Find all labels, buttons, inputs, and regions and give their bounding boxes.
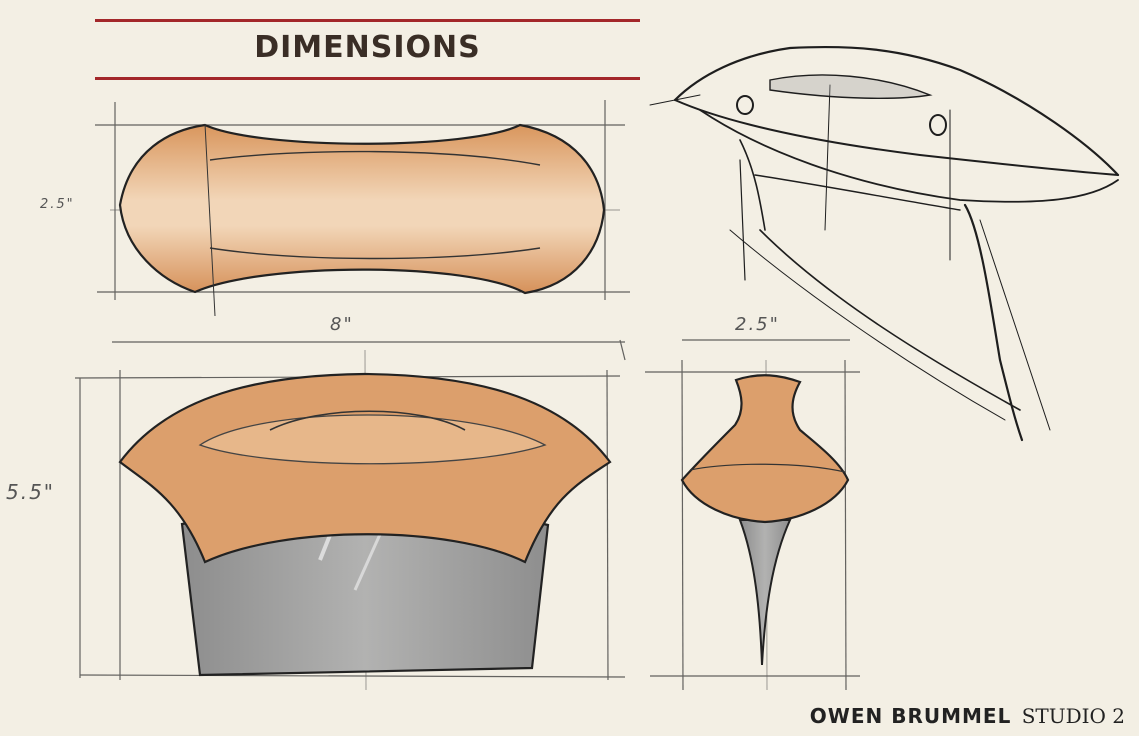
page-title: DIMENSIONS <box>254 30 481 65</box>
dim-top-height: 2.5" <box>40 197 75 212</box>
top-view <box>118 123 606 317</box>
author-name: OWEN BRUMMEL <box>809 704 1012 728</box>
dim-front-height: 5.5" <box>6 480 56 504</box>
title-rule-bottom <box>95 77 640 80</box>
signature: OWEN BRUMMEL STUDIO 2 <box>810 704 1125 728</box>
dim-side-width: 2.5" <box>735 314 780 335</box>
side-view <box>680 374 850 666</box>
front-view <box>118 372 612 677</box>
dim-width: 8" <box>330 314 354 335</box>
title-rule-top <box>95 19 640 22</box>
studio-label: STUDIO 2 <box>1021 704 1125 728</box>
perspective-sketch <box>649 45 1120 442</box>
